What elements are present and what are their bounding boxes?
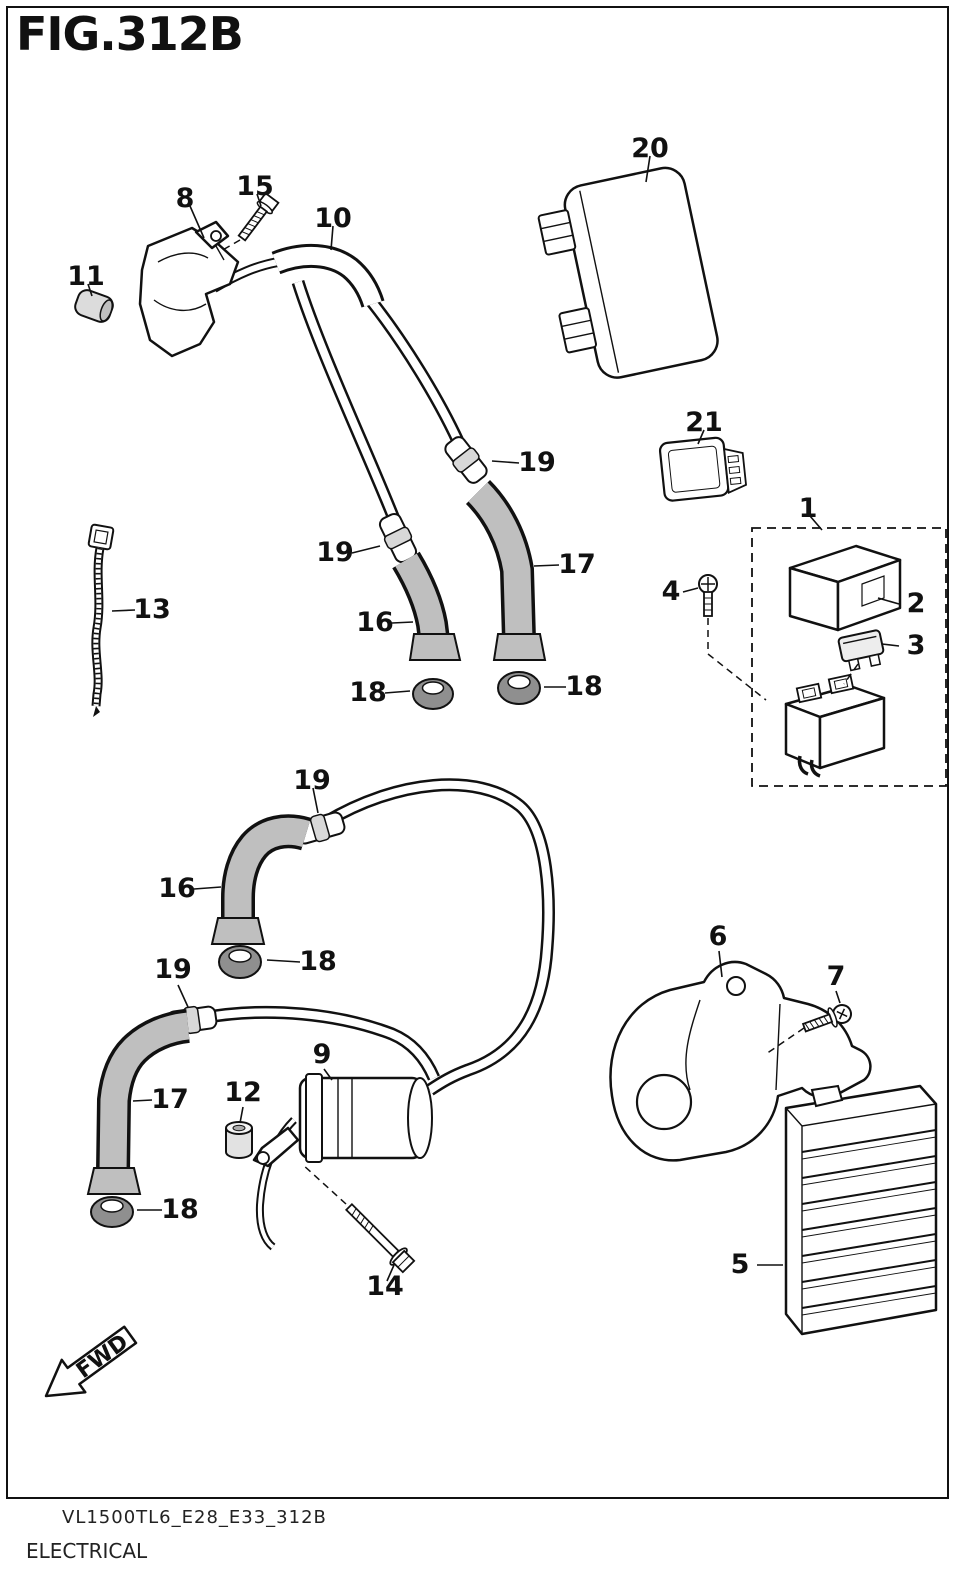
- plug-cap-straight-top: [465, 479, 547, 661]
- callout-19-b: 19: [316, 537, 354, 568]
- callout-4: 4: [662, 576, 681, 607]
- bracket-large-hole: [635, 1073, 693, 1131]
- callout-20: 20: [631, 133, 669, 164]
- callout-19-c: 19: [293, 765, 331, 796]
- callout-12: 12: [224, 1077, 262, 1108]
- cable-tie: [87, 523, 115, 717]
- footer-part-code: VL1500TL6_E28_E33_312B: [62, 1507, 327, 1528]
- ignition-coil-no1: [138, 220, 240, 358]
- callout-18-tl: 18: [349, 677, 387, 708]
- callout-3: 3: [907, 630, 926, 661]
- plug-cap-straight-bottom: [86, 1009, 191, 1195]
- callout-18-mid: 18: [299, 946, 337, 977]
- grommet-top-right: [497, 671, 541, 705]
- plug-cap-bent-top: [392, 551, 462, 661]
- callout-19-d: 19: [154, 954, 192, 985]
- callout-17-bot: 17: [151, 1084, 189, 1115]
- callout-1: 1: [799, 493, 818, 524]
- callout-21: 21: [685, 407, 723, 438]
- fuse-box-cover: [788, 544, 902, 632]
- callout-15: 15: [236, 171, 274, 202]
- bracket-bolt: [801, 1004, 852, 1033]
- bracket-ear-hole: [726, 976, 746, 996]
- joint-top-right: [444, 436, 488, 484]
- bolt-hole: [210, 230, 222, 242]
- callout-17-top: 17: [558, 549, 596, 580]
- spacer: [225, 1121, 253, 1159]
- rubber-boot: [74, 289, 114, 323]
- callout-11: 11: [67, 261, 105, 292]
- plug-cap-bent-middle: [210, 814, 311, 945]
- relay: [658, 436, 747, 502]
- mounting-bracket: [609, 960, 872, 1162]
- callout-2: 2: [907, 588, 926, 619]
- callout-13: 13: [133, 594, 171, 625]
- grommet-middle: [218, 945, 262, 979]
- callout-8: 8: [176, 183, 195, 214]
- callout-14: 14: [366, 1271, 404, 1302]
- fwd-arrow: FWD: [44, 1325, 138, 1398]
- footer-section-title: ELECTRICAL: [26, 1539, 148, 1563]
- callout-10: 10: [314, 203, 352, 234]
- coil-bolt: [344, 1202, 416, 1274]
- fuse-holder: [784, 673, 886, 778]
- callout-9: 9: [313, 1039, 332, 1070]
- assembly-dashed-lines: [220, 239, 859, 1205]
- callout-16-top: 16: [356, 607, 394, 638]
- grommet-top-left: [412, 678, 454, 710]
- leader-lines: [87, 155, 900, 1282]
- regulator-rectifier: [784, 1084, 938, 1336]
- ignition-coil-no2: [252, 1073, 433, 1168]
- page-border: [6, 6, 949, 1499]
- fuse-box-assembly-boundary: [751, 527, 947, 787]
- fwd-arrow-label: FWD: [72, 1330, 133, 1384]
- callout-16-mid: 16: [158, 873, 196, 904]
- callout-18-tr: 18: [565, 671, 603, 702]
- fuse-box-screw: [698, 574, 718, 617]
- callout-labels: 8 15 10 11 20 21 19 1 19 17 4 2 13 16 3 …: [67, 133, 925, 1302]
- callout-6: 6: [709, 921, 728, 952]
- fuse: [837, 629, 885, 672]
- bracket-hole: [256, 1151, 270, 1165]
- figure-title: FIG.312B: [16, 7, 243, 61]
- grommet-bottom: [90, 1196, 134, 1228]
- callout-18-bot: 18: [161, 1194, 199, 1225]
- callout-7: 7: [827, 961, 846, 992]
- cdi-unit: [537, 166, 719, 379]
- callout-5: 5: [731, 1249, 750, 1280]
- callout-19-a: 19: [518, 447, 556, 478]
